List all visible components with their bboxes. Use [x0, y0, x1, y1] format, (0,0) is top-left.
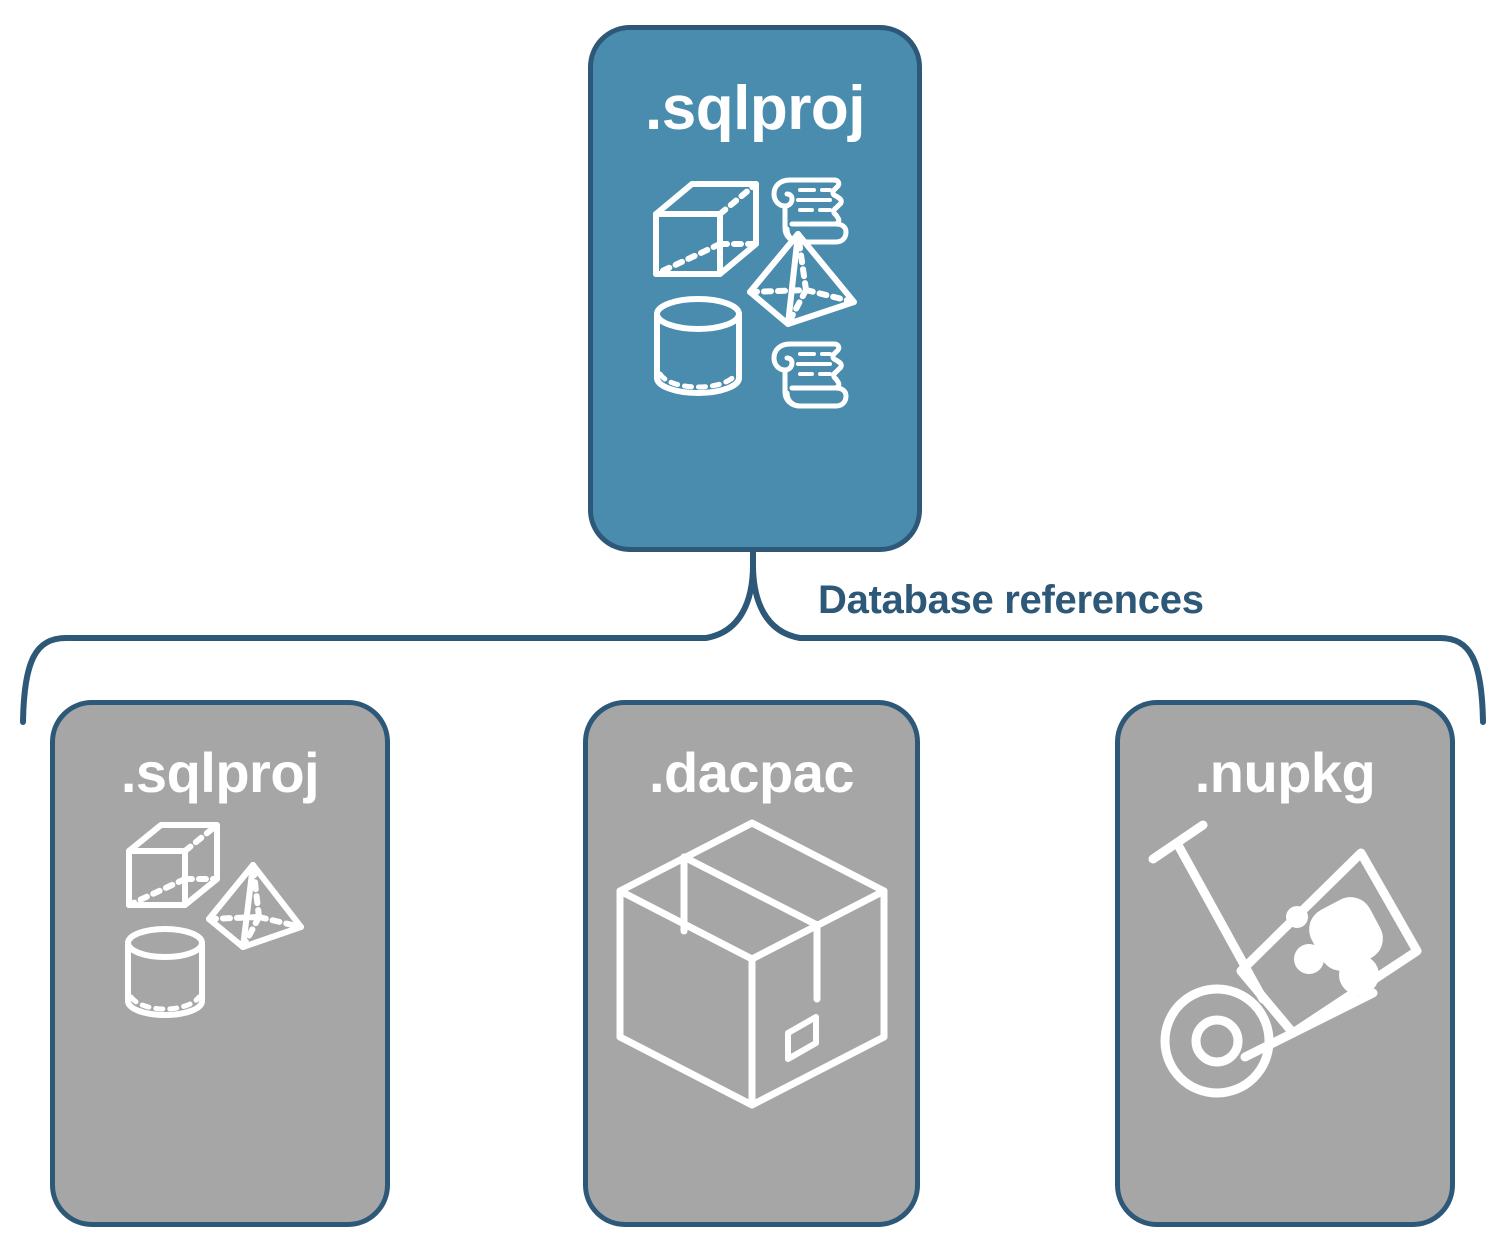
cylinder-icon	[125, 926, 205, 1018]
cube-icon	[126, 822, 220, 908]
nuget-package-icon	[1236, 848, 1422, 1038]
pyramid-icon	[747, 231, 857, 327]
pyramid-icon	[206, 862, 304, 950]
cylinder-icon	[654, 296, 742, 396]
dacpac-icon-group	[612, 819, 892, 1109]
package-box-icon	[616, 819, 887, 1109]
node-nupkg-reference[interactable]: .nupkg	[1115, 700, 1455, 1227]
nupkg-icon-group	[1145, 819, 1425, 1109]
node-title: .dacpac	[648, 741, 855, 804]
brace-path	[20, 562, 1486, 725]
root-icon-group	[640, 162, 870, 432]
node-dacpac-reference[interactable]: .dacpac	[583, 700, 920, 1227]
sqlproj-icon-group	[105, 819, 335, 1059]
node-sqlproj-root[interactable]: .sqlproj	[588, 25, 922, 552]
scroll-icon	[771, 177, 849, 245]
cube-icon	[653, 181, 759, 277]
node-title: .nupkg	[1194, 741, 1376, 804]
scroll-icon	[771, 341, 849, 409]
node-title: .sqlproj	[645, 74, 865, 143]
node-title: .sqlproj	[120, 741, 320, 804]
node-sqlproj-reference[interactable]: .sqlproj	[50, 700, 390, 1227]
brace-label: Database references	[818, 578, 1204, 622]
